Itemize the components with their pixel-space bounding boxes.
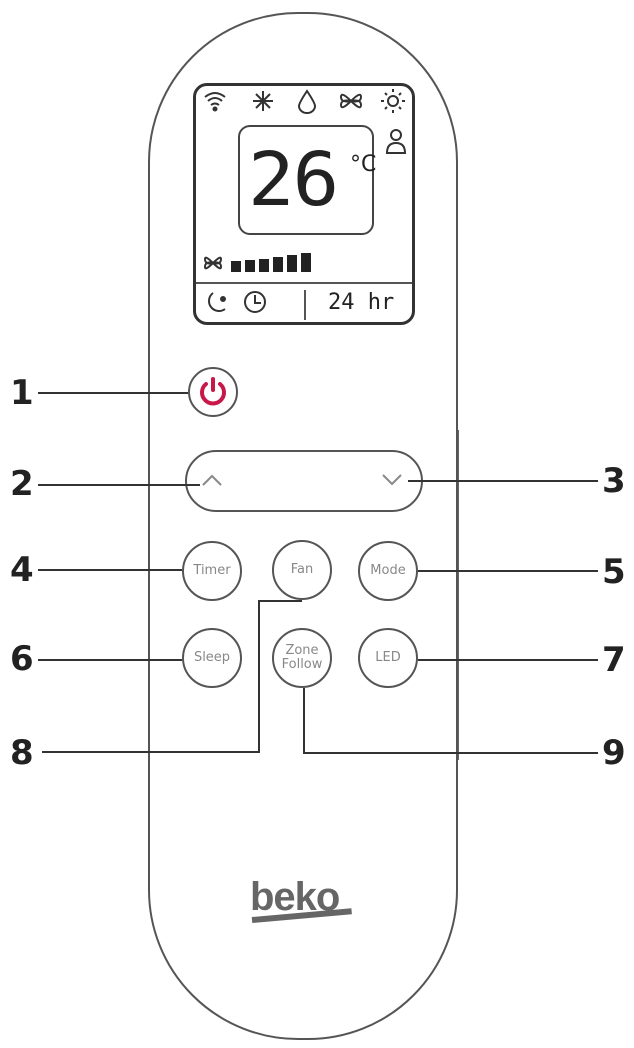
callout-line-8-v (258, 600, 260, 753)
clock-icon (244, 291, 266, 313)
chevron-down-icon[interactable] (380, 472, 404, 488)
fan-speed-bars (231, 253, 311, 272)
mode-button[interactable]: Mode (358, 541, 418, 601)
led-button[interactable]: LED (358, 628, 418, 688)
sleep-button[interactable]: Sleep (182, 628, 242, 688)
sun-heat-icon (381, 89, 405, 113)
sleep-label: Sleep (193, 650, 231, 665)
sleep-moon-icon (208, 292, 226, 312)
chevron-up-icon[interactable] (200, 472, 224, 488)
callout-number-4: 4 (10, 550, 34, 590)
callout-number-7: 7 (602, 640, 626, 680)
timer-hours: 24 hr (328, 290, 395, 315)
mode-label: Mode (370, 563, 406, 578)
callout-number-5: 5 (602, 552, 626, 592)
fan-speed-icon (203, 256, 223, 270)
timer-button[interactable]: Timer (182, 541, 242, 601)
callout-number-8: 8 (10, 733, 34, 773)
snowflake-cool-icon (253, 91, 273, 111)
callout-line-9-h (303, 752, 598, 754)
callout-line-5 (418, 570, 598, 572)
fan-button[interactable]: Fan (272, 540, 332, 600)
zone-follow-label-1: Zone (285, 643, 319, 658)
lcd-icons (203, 89, 407, 313)
fan-icon (339, 93, 363, 109)
callout-line-3 (408, 480, 598, 482)
droplet-dry-icon (297, 89, 317, 114)
lcd-display (193, 83, 415, 325)
callout-line-6 (38, 659, 182, 661)
callout-number-1: 1 (10, 373, 34, 413)
lcd-divider (196, 282, 412, 284)
callout-number-3: 3 (602, 461, 626, 501)
wifi-icon (204, 92, 226, 112)
callout-number-6: 6 (10, 639, 34, 679)
zone-follow-button[interactable]: Zone Follow (272, 628, 332, 688)
timer-label: Timer (193, 563, 231, 578)
led-label: LED (375, 650, 401, 665)
temperature-value: 26 (247, 137, 339, 223)
lcd-vertical-divider (304, 290, 306, 320)
temperature-frame (238, 125, 374, 235)
callout-line-8-top (258, 600, 302, 602)
callout-line-8-h (42, 751, 260, 753)
zone-follow-label-2: Follow (281, 657, 323, 672)
callout-line-1 (38, 392, 188, 394)
callout-line-2 (38, 484, 200, 486)
power-icon (200, 377, 226, 406)
callout-line-4 (38, 569, 182, 571)
callout-line-9-v (303, 688, 305, 753)
callout-line-7 (418, 659, 598, 661)
callout-number-2: 2 (10, 464, 34, 504)
power-button[interactable] (188, 367, 238, 417)
fan-label: Fan (290, 562, 314, 577)
guide-line-right (457, 430, 459, 760)
temperature-unit: °C (350, 152, 377, 177)
callout-number-9: 9 (602, 733, 626, 773)
person-icon (385, 129, 407, 154)
